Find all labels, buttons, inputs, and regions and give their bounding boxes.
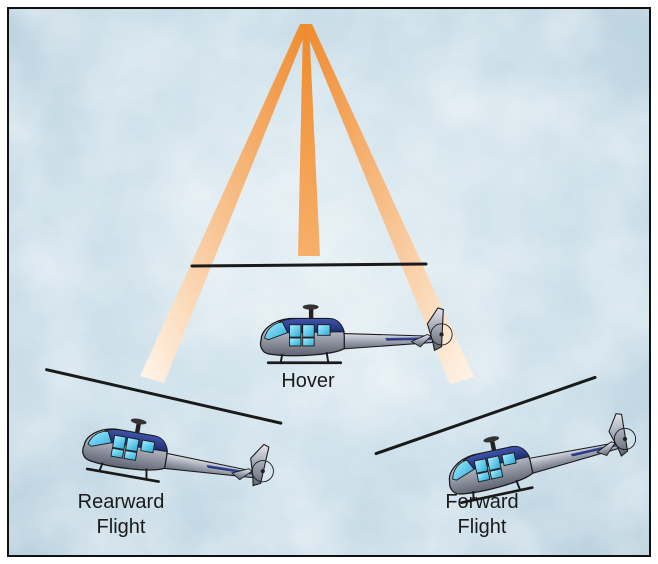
hover-lift-vector: [298, 24, 320, 256]
hover-helicopter: [190, 262, 454, 365]
main-rotor: [45, 368, 283, 425]
cloud-texture: [8, 8, 650, 556]
rearward-helicopter: [45, 368, 283, 503]
rearward-label-line1: Rearward: [78, 491, 165, 513]
forward-lift-vector: [303, 24, 474, 384]
main-rotor: [374, 375, 597, 456]
lift-vectors: [140, 24, 474, 384]
rearward-lift-vector: [140, 24, 309, 383]
forward-label-line1: Forward: [445, 491, 518, 513]
main-rotor: [190, 262, 428, 268]
forward-helicopter: [374, 375, 643, 506]
rearward-label-line2: Flight: [97, 516, 146, 538]
hover-label: Hover: [281, 370, 335, 392]
diagram-border: [7, 7, 651, 557]
forward-label-line2: Flight: [458, 516, 507, 538]
